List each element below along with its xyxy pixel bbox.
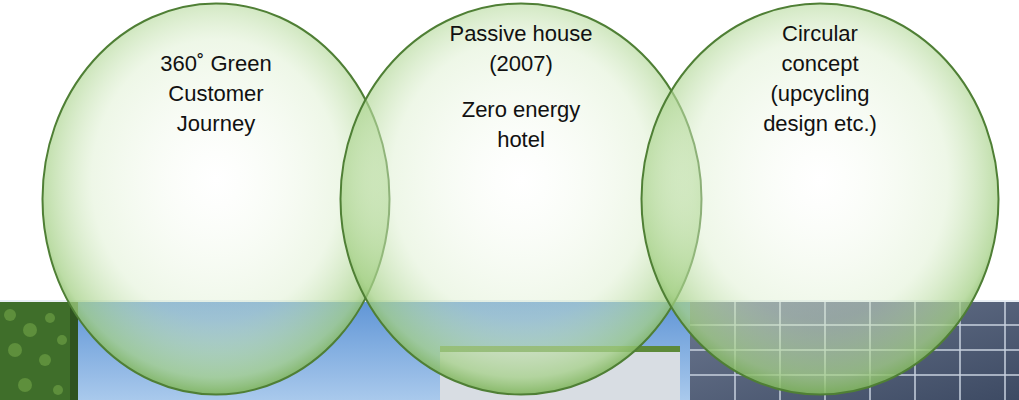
wall-leaves [4, 309, 67, 395]
green-wall [0, 302, 70, 400]
circle-shape [642, 4, 999, 395]
text-group: 360˚ Green Customer Journey [41, 49, 391, 139]
circle-label: Zero energy hotel [447, 95, 595, 155]
text-group: Circular concept (upcycling design etc.) [640, 19, 1000, 139]
circle-node: Circular concept (upcycling design etc.) [640, 2, 1000, 396]
text-group: Passive house (2007) Zero energy hotel [339, 19, 703, 155]
circle-node: 360˚ Green Customer Journey [41, 2, 391, 396]
circle-label: 360˚ Green Customer Journey [151, 49, 281, 139]
circle-label: Circular concept (upcycling design etc.) [752, 19, 888, 139]
circle-label: Passive house (2007) [447, 19, 595, 79]
circle-shape [43, 4, 390, 395]
